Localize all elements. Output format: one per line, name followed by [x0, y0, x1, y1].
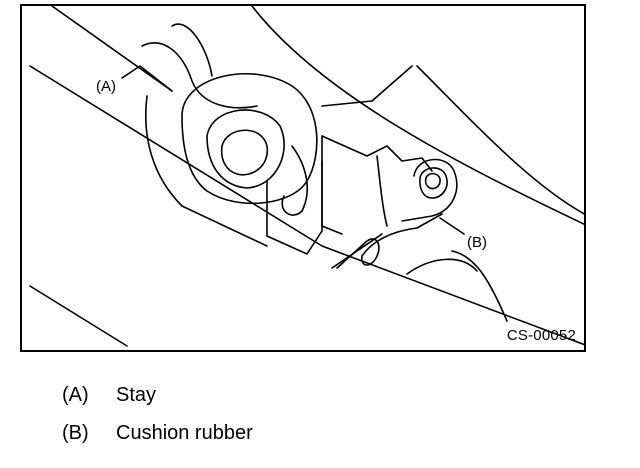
stay-bolt-head: [220, 129, 268, 176]
cushion-bracket-outline: [321, 135, 343, 235]
callout-a: (A): [96, 78, 116, 95]
cushion-rubber-inner: [419, 167, 448, 199]
stay-outer-ring: [181, 73, 318, 205]
callout-b: (B): [467, 234, 487, 251]
body-edge-upper: [29, 65, 584, 346]
top-left-diagonal: [51, 6, 173, 92]
illustration-frame: (A) (B) CS-00052: [20, 4, 586, 352]
cushion-tab-lower: [336, 213, 443, 269]
leader-line-a: [121, 65, 173, 92]
stay-inner-ring: [206, 109, 285, 189]
legend-label-a: Stay: [116, 384, 157, 406]
body-curve-right: [416, 65, 584, 215]
legend-label-b: Cushion rubber: [116, 422, 253, 444]
stay-arm: [141, 42, 258, 109]
body-curve-top: [251, 6, 584, 225]
legend-key-a: (A): [62, 384, 89, 406]
body-edge-lower: [29, 285, 128, 347]
figure-id: CS-00052: [506, 327, 576, 344]
floor-line: [331, 233, 383, 269]
cushion-rubber-outer: [401, 158, 458, 222]
cushion-bracket-top: [321, 135, 433, 172]
legend-key-b: (B): [62, 422, 89, 444]
legend-item-b: (B) Cushion rubber: [62, 422, 253, 445]
stay-mount-top: [321, 65, 413, 107]
stay-arm-outline: [171, 23, 213, 77]
cushion-bolt: [424, 172, 441, 190]
stay-mount-left: [144, 95, 268, 247]
cushion-bracket-left: [376, 155, 388, 227]
leader-line-b: [439, 217, 465, 235]
floor-curve-2: [451, 250, 508, 322]
stay-hook: [281, 145, 308, 216]
stay-and-cushion-drawing: [29, 6, 584, 347]
floor-curve-1: [406, 258, 478, 275]
legend-item-a: (A) Stay: [62, 384, 156, 407]
